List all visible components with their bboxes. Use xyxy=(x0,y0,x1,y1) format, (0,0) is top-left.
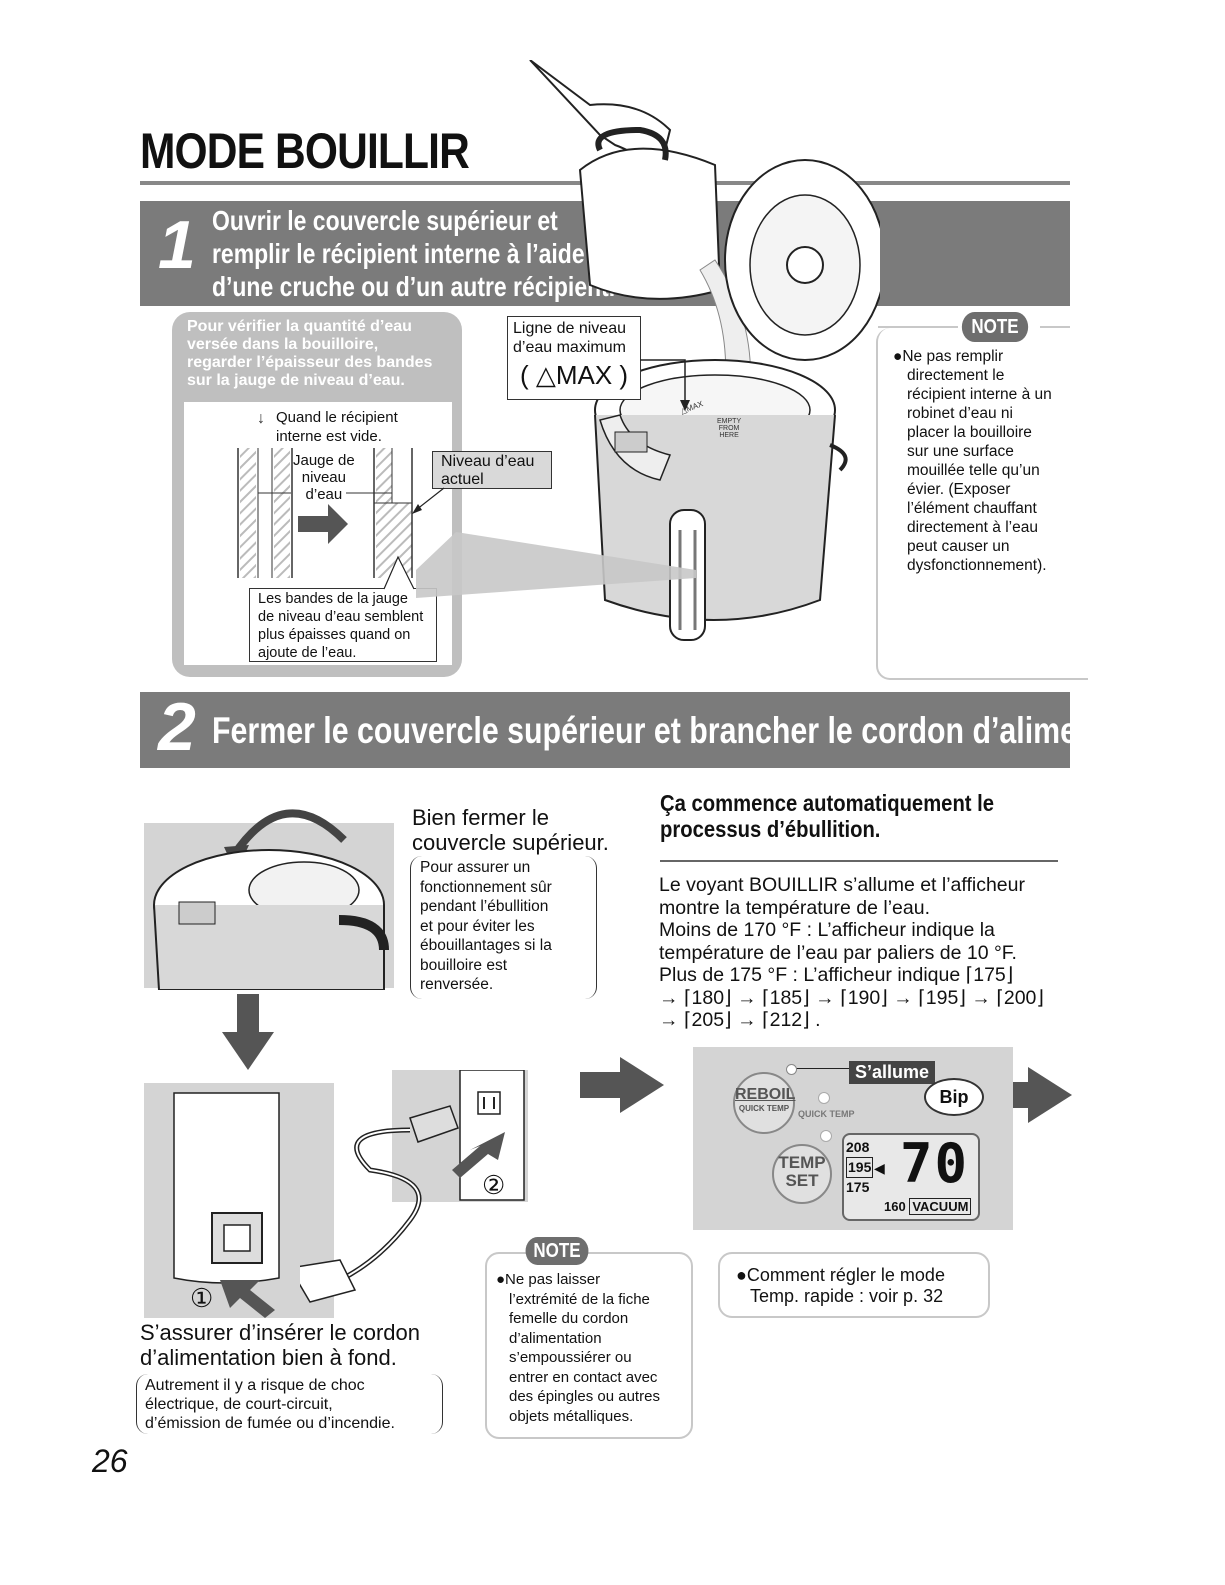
insert-arrow-1 xyxy=(220,1280,275,1318)
beep-bubble: Bip xyxy=(924,1078,984,1116)
step2-heading: Fermer le couvercle supérieur et branche… xyxy=(212,710,1187,751)
cord-illustration xyxy=(300,1070,525,1303)
right-arrow-icon xyxy=(620,1057,664,1113)
max-line-pointer xyxy=(640,359,690,411)
quick-temp-reference-box xyxy=(718,1252,990,1318)
right-arrow-shaft xyxy=(580,1072,620,1098)
note2-text: ●Ne pas laisser l’extrémité de la fiche … xyxy=(496,1271,660,1425)
kettle-back-illustration xyxy=(173,1092,280,1284)
insert-cord-note: Autrement il y a risque de choc électriq… xyxy=(145,1377,395,1432)
quick-temp-indicator-light xyxy=(818,1092,830,1104)
close-lid-illustration xyxy=(153,809,389,990)
close-lid-note-bracket xyxy=(410,856,597,999)
step1-heading: Ouvrir le couvercle supérieur et remplir… xyxy=(212,204,704,303)
empty-label: Quand le récipient interne est vide. xyxy=(276,409,398,445)
down-arrow-shaft xyxy=(237,994,259,1034)
step1-number: 1 xyxy=(158,207,196,283)
preset-pointer-icon: ◀ xyxy=(874,1160,885,1176)
note1-text: ●Ne pas remplir directement le récipient… xyxy=(893,348,1052,574)
insert-cord-note-bracket xyxy=(136,1374,443,1434)
kettle-handle xyxy=(829,443,848,472)
quick-temp-reference-text: ●Comment régler le mode Temp. rapide : v… xyxy=(736,1265,945,1306)
callout-2-icon: ② xyxy=(482,1170,506,1200)
insert-cord-text: S’assurer d’insérer le cordon d’alimenta… xyxy=(140,1320,421,1370)
temp-set-indicator-light xyxy=(820,1130,832,1142)
step1-heading-line: Ouvrir le couvercle supérieur et xyxy=(212,205,558,236)
note2-label: NOTE xyxy=(525,1237,589,1265)
bottom-preset: 160 VACUUM xyxy=(884,1198,972,1215)
temp-set-button[interactable]: TEMP SET xyxy=(772,1144,832,1204)
kettle-empty-mark: EMPTY FROM HERE xyxy=(717,418,742,439)
note1-frame xyxy=(876,328,1088,680)
down-arrow-icon xyxy=(222,1032,274,1070)
auto-boil-rule xyxy=(660,860,1058,862)
lid-valve xyxy=(786,246,824,284)
insert-arrow-2 xyxy=(452,1132,505,1178)
temp-presets: 208 195 175 xyxy=(846,1139,874,1195)
note2-frame xyxy=(485,1252,693,1439)
bands-caption: Les bandes de la jauge de niveau d’eau s… xyxy=(249,588,437,662)
left-gauge-band-1 xyxy=(240,448,256,578)
gauge-right-arrow xyxy=(298,504,348,544)
note1-label: NOTE xyxy=(961,312,1029,342)
pitcher-handle xyxy=(595,126,669,161)
gauge-panel-heading: Pour vérifier la quantité d’eau versée d… xyxy=(187,318,433,389)
current-level-callout: Niveau d’eau actuel xyxy=(432,451,552,489)
step2-number: 2 xyxy=(158,689,196,765)
right-arrow-icon-2 xyxy=(1028,1067,1072,1123)
page-number: 26 xyxy=(92,1443,128,1479)
page-title: MODE BOUILLIR xyxy=(140,123,470,179)
close-lid-note: Pour assurer un fonctionnement sûr penda… xyxy=(420,859,552,993)
reboil-button[interactable]: REBOIL QUICK TEMP xyxy=(733,1072,795,1134)
gauge-zoom-beam xyxy=(416,532,696,598)
kettle-filling-illustration xyxy=(529,60,880,641)
gauge-label: Jauge de niveau d’eau xyxy=(293,452,355,503)
current-level-pointer xyxy=(412,487,445,514)
pitcher-shape xyxy=(578,147,722,300)
bands-caption-pointer xyxy=(383,555,415,590)
kettle-display xyxy=(614,431,648,453)
display-value: 70 xyxy=(900,1132,970,1195)
auto-boil-text: Le voyant BOUILLIR s’allume et l’affiche… xyxy=(659,874,1045,1031)
lights-leader xyxy=(791,1068,849,1069)
plug-icon xyxy=(409,1105,459,1143)
cord-end-icon xyxy=(300,1259,357,1303)
reboil-indicator-light xyxy=(786,1064,797,1075)
gauge-comparison-graphic xyxy=(237,448,413,578)
max-line-callout: Ligne de niveau d’eau maximum ( △MAX ) xyxy=(507,316,641,400)
step1-heading-line: d’une cruche ou d’un autre récipient. xyxy=(212,271,616,302)
empty-arrow-icon: ↓ xyxy=(257,410,265,427)
step1-heading-line: remplir le récipient interne à l’aide xyxy=(212,238,585,269)
callout-1-icon: ① xyxy=(190,1283,214,1313)
max-symbol: ( △MAX ) xyxy=(519,360,629,390)
auto-boil-heading: Ça commence automatiquement le processus… xyxy=(660,790,995,842)
lights-label: S’allume xyxy=(849,1061,936,1084)
lid-close-arrow xyxy=(230,809,347,858)
hand-shape xyxy=(529,60,672,172)
step2-band xyxy=(140,692,1070,768)
left-gauge-band-2 xyxy=(274,448,290,578)
quick-temp-indicator-label: QUICK TEMP xyxy=(798,1109,855,1119)
close-lid-text: Bien fermer le couvercle supérieur. xyxy=(412,805,609,855)
